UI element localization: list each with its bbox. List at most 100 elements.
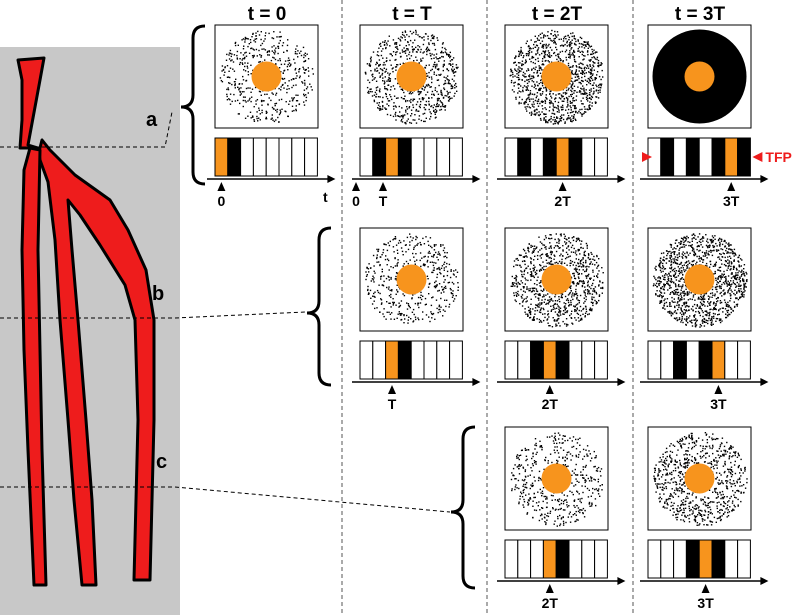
speckle — [565, 465, 568, 468]
speckle — [399, 63, 401, 65]
speckle — [438, 97, 440, 100]
speckle — [584, 69, 586, 71]
speckle — [572, 445, 575, 448]
speckle — [526, 98, 528, 100]
speckle — [263, 100, 265, 102]
speckle — [416, 244, 418, 246]
speckle — [562, 60, 564, 62]
speckle — [583, 253, 585, 255]
speckle — [388, 279, 390, 281]
time-strip: 0 — [207, 137, 336, 209]
speckle — [696, 305, 699, 307]
speckle — [407, 118, 409, 120]
speckle — [570, 32, 572, 35]
speckle — [530, 275, 532, 278]
speckle — [665, 301, 668, 304]
speckle — [693, 250, 695, 252]
speckle — [263, 40, 265, 42]
speckle — [695, 325, 697, 327]
speckle — [713, 317, 715, 319]
speckle — [378, 64, 381, 67]
speckle — [584, 292, 586, 294]
speckle — [425, 64, 427, 67]
speckle — [553, 106, 555, 109]
speckle — [592, 64, 594, 66]
speckle — [721, 307, 724, 309]
speckle — [589, 262, 591, 265]
speckle — [685, 261, 688, 264]
speckle — [238, 87, 240, 90]
speckle — [555, 36, 558, 38]
speckle — [538, 269, 541, 271]
speckle — [407, 100, 409, 102]
speckle — [572, 54, 574, 56]
speckle — [685, 309, 687, 311]
speckle — [372, 73, 374, 75]
speckle — [283, 77, 286, 80]
speckle — [713, 249, 715, 252]
speckle — [580, 266, 583, 268]
speckle — [434, 108, 437, 111]
speckle — [439, 57, 441, 59]
speckle — [453, 68, 455, 70]
speckle — [281, 77, 283, 80]
speckle — [573, 55, 576, 58]
speckle — [673, 251, 676, 253]
speckle — [587, 256, 590, 259]
speckle — [725, 277, 727, 280]
speckle — [540, 303, 543, 305]
speckle — [405, 123, 407, 125]
speckle — [403, 98, 405, 100]
speckle — [590, 277, 592, 279]
speckle — [579, 314, 582, 317]
speckle — [593, 69, 595, 71]
speckle — [436, 100, 439, 102]
speckle — [408, 51, 411, 53]
speckle — [591, 74, 594, 77]
speckle — [294, 69, 296, 71]
speckle — [395, 42, 398, 44]
speckle — [717, 314, 719, 316]
speckle — [554, 106, 556, 108]
speckle — [394, 278, 397, 280]
speckle — [595, 90, 597, 92]
speckle — [288, 103, 290, 105]
speckle — [444, 251, 446, 254]
speckle — [410, 109, 413, 111]
speckle — [727, 259, 729, 261]
speckle — [541, 101, 544, 103]
speckle — [665, 262, 668, 264]
speckle — [662, 265, 664, 267]
speckle — [548, 43, 550, 46]
speckle — [677, 270, 680, 272]
speckle — [735, 272, 737, 274]
speckle — [601, 286, 604, 289]
speckle — [534, 313, 536, 315]
speckle — [541, 63, 543, 66]
speckle — [545, 90, 548, 92]
speckle — [680, 289, 682, 291]
speckle — [727, 305, 729, 308]
speckle — [434, 285, 436, 287]
speckle — [412, 294, 414, 296]
speckle — [538, 282, 541, 284]
speckle — [386, 44, 388, 46]
speckle — [719, 243, 721, 245]
speckle — [719, 292, 721, 295]
speckle — [414, 245, 416, 247]
speckle — [570, 290, 572, 292]
speckle — [553, 116, 555, 119]
speckle — [567, 301, 570, 304]
speckle — [568, 95, 570, 98]
speckle — [564, 435, 566, 437]
speckle — [454, 87, 456, 89]
speckle — [663, 292, 666, 294]
speckle — [232, 68, 234, 70]
speckle — [544, 53, 546, 56]
speckle — [239, 61, 242, 64]
speckle — [685, 256, 688, 258]
speckle — [411, 46, 413, 48]
speckle — [707, 295, 710, 297]
speckle — [739, 285, 741, 287]
speckle — [668, 260, 670, 262]
